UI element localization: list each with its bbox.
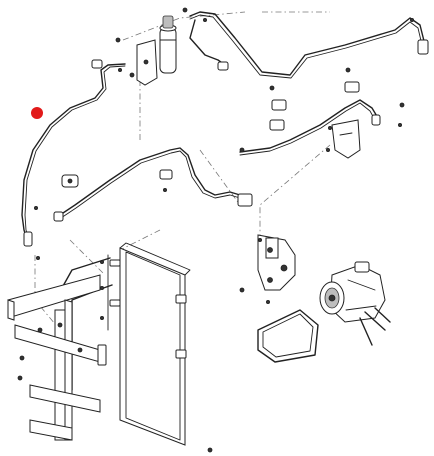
drive-belt[interactable] — [257, 309, 319, 363]
pipe-clamps — [61, 81, 360, 207]
middle-pipe-upper-fitting — [371, 114, 381, 126]
receiver-drier[interactable] — [159, 15, 177, 74]
hose-end-fitting — [23, 231, 33, 247]
refrigerant-hose[interactable] — [21, 59, 126, 247]
hose-bracket-right — [331, 119, 361, 159]
condenser[interactable] — [109, 242, 191, 446]
middle-pipe-assembly — [53, 99, 381, 222]
hose-upper-fitting — [91, 59, 103, 69]
ac-compressor[interactable] — [319, 261, 386, 323]
switch-connector — [217, 61, 229, 71]
compressor-bracket — [257, 234, 296, 291]
upper-pipe-assembly — [189, 11, 429, 79]
receiver-bracket — [136, 39, 158, 86]
compressor-bolts — [359, 307, 391, 346]
upper-pipe-end-fitting — [417, 39, 429, 55]
highlight-marker-dot — [31, 107, 43, 119]
middle-pipe-end-fitting — [53, 211, 64, 222]
fasteners — [17, 7, 414, 453]
condenser-frame — [7, 274, 107, 441]
